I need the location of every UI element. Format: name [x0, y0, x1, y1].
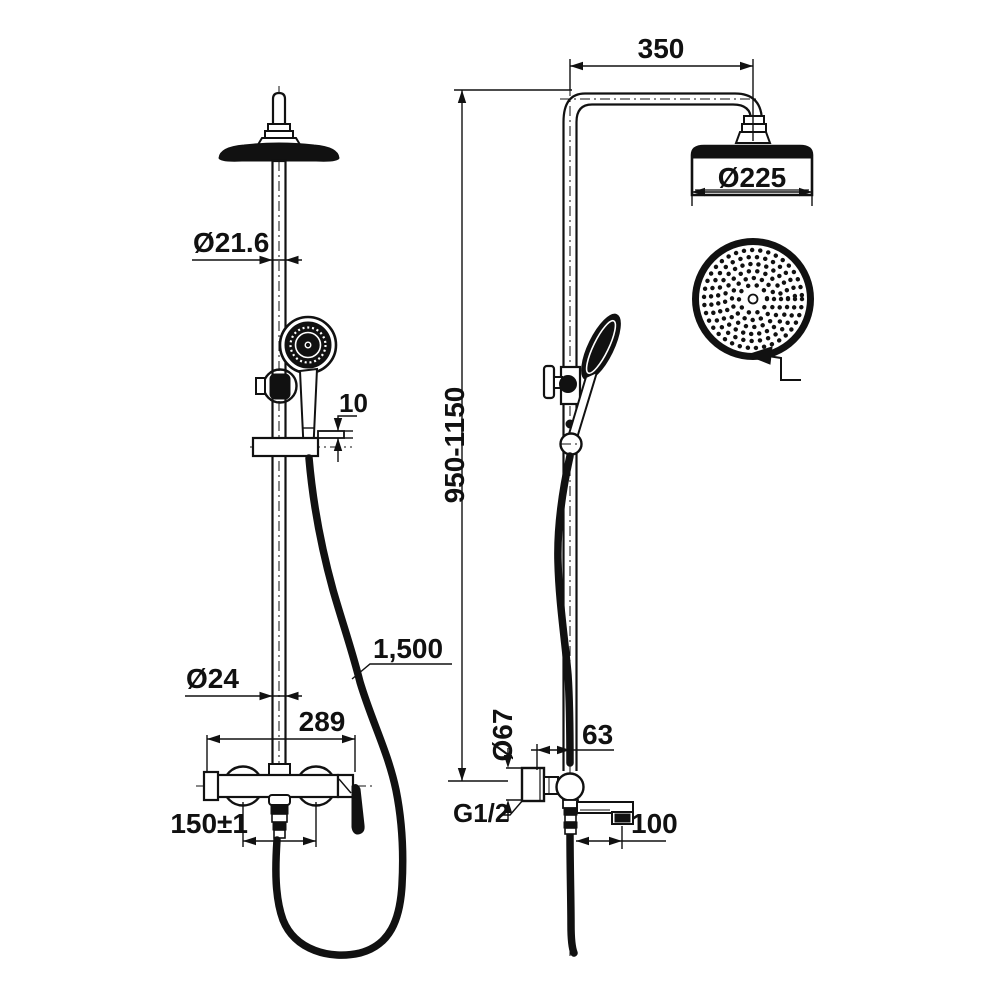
slider-holder-bracket — [251, 436, 320, 458]
slider-knob-tab — [255, 377, 266, 395]
front-view — [196, 86, 407, 959]
dim-spout-reach-label: 100 — [631, 808, 678, 839]
side-hose-lower — [566, 830, 578, 957]
dim-escutcheon-diameter: Ø67 — [487, 709, 523, 821]
front-hand-shower — [251, 315, 345, 458]
slider-clamp — [269, 373, 291, 400]
dim-thread-label: G1/2 — [453, 798, 524, 828]
dim-wall-to-center: 63 — [531, 719, 614, 770]
dim-mixer-width: 289 — [206, 706, 356, 772]
front-overhead-head-disc — [218, 142, 340, 162]
side-pipe-outer — [562, 92, 764, 771]
holder-hook-arm — [317, 430, 345, 439]
dim-arm-reach-label: 350 — [638, 33, 685, 64]
dim-upper-pipe-diameter-label: Ø21.6 — [193, 227, 269, 258]
side-valve — [520, 766, 634, 835]
hand-shower-spray-ticks — [289, 326, 327, 364]
dim-hose-length-label: 1,500 — [373, 633, 443, 664]
mixer-cap-detail — [338, 778, 352, 794]
valve-stack-3 — [564, 814, 577, 823]
dim-hose-length: 1,500 — [351, 633, 452, 680]
face-view-swivel-leader — [745, 346, 801, 381]
mixer-body — [214, 773, 340, 799]
wall-escutcheon-plate — [520, 766, 546, 803]
dim-escutcheon-diameter-label: Ø67 — [487, 709, 518, 762]
dim-arm-reach: 350 — [569, 33, 754, 141]
dim-spout-reach: 100 — [576, 808, 678, 849]
side-pipe-inner — [575, 103, 753, 771]
dim-lower-pipe-diameter-label: Ø24 — [186, 663, 239, 694]
front-overhead-shower — [218, 91, 340, 162]
face-view-nozzle-rings — [701, 247, 805, 351]
head-face-view — [692, 238, 814, 381]
front-shower-hose — [272, 454, 407, 959]
spout-aerator-dark — [614, 813, 631, 823]
diverter-band-1 — [270, 804, 289, 815]
diverter-mid — [271, 813, 288, 823]
side-hose-upper — [554, 452, 574, 767]
dim-head-diameter-label: Ø225 — [718, 162, 787, 193]
dim-hook-offset: 10 — [333, 388, 368, 462]
side-head-nut-1 — [743, 115, 765, 125]
diverter-band-2 — [272, 821, 287, 831]
front-head-nut-2 — [264, 130, 294, 139]
valve-stack-2 — [563, 807, 578, 816]
dim-hook-offset-label: 10 — [339, 388, 368, 418]
valve-stack-5 — [564, 827, 577, 835]
side-column — [562, 92, 814, 771]
mixer-left-cap — [202, 770, 220, 802]
valve-body-ball — [555, 772, 585, 802]
dim-lower-pipe-diameter: Ø24 — [185, 663, 302, 701]
tub-spout — [576, 801, 634, 814]
face-view-center-port — [747, 293, 759, 305]
front-pipe-top-cap — [271, 91, 287, 128]
swivel-arrow — [745, 346, 773, 365]
dim-inlet-spacing: 150±1 — [170, 802, 317, 847]
dim-head-diameter: Ø225 — [691, 162, 813, 206]
side-hand-shower-paddle — [581, 313, 621, 381]
side-hand-shower — [542, 313, 621, 456]
dim-height-range: 950-1150 — [439, 89, 572, 782]
mixer-pipe-tee — [268, 763, 291, 776]
dim-upper-pipe-diameter: Ø21.6 — [192, 227, 302, 265]
dim-wall-to-center-label: 63 — [582, 719, 613, 750]
valve-stack-4 — [563, 821, 578, 829]
side-slider-knob-bar — [542, 364, 556, 400]
dim-thread-label-text: G1/2 — [453, 798, 509, 828]
side-dimensions: 350 Ø225 950-1150 Ø67 — [439, 33, 813, 849]
valve-stack-1 — [562, 799, 579, 809]
side-overhead-head-top-band — [691, 145, 813, 159]
dim-inlet-spacing-label: 150±1 — [170, 808, 248, 839]
front-head-nut-1 — [267, 123, 291, 132]
mixer-lever-handle — [351, 784, 365, 835]
side-head-nut-2 — [741, 123, 767, 133]
diverter-top — [268, 794, 291, 806]
diverter-outlet — [268, 794, 291, 839]
side-slider-nut — [559, 375, 577, 393]
hand-shower-center-dot — [304, 341, 312, 349]
side-view — [520, 86, 814, 958]
front-dimensions: Ø21.6 10 Ø24 289 — [170, 227, 452, 847]
dim-height-range-label: 950-1150 — [439, 387, 470, 504]
dim-mixer-width-label: 289 — [299, 706, 346, 737]
